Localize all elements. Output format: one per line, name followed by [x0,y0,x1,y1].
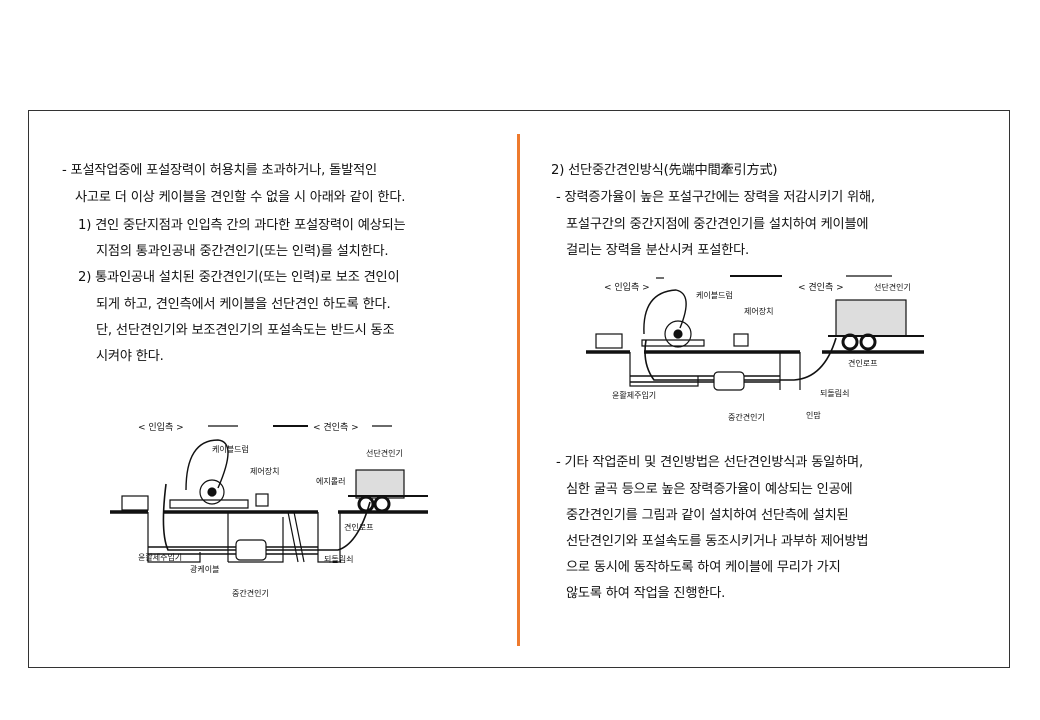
cable-path [162,483,371,551]
column-divider [517,134,520,646]
right-text-line-6: 심한 굴곡 등으로 높은 장력증가율이 예상되는 인공에 [566,482,853,497]
control-unit-icon [733,333,749,347]
mid-puller-icon [235,539,267,561]
drum-base [169,499,249,509]
cable-drum-icon [199,479,225,505]
left-text-line-5: 2) 통과인공내 설치된 중간견인기(또는 인력)로 보조 견인이 [78,270,400,285]
right-fig-lube-label: 윤활제주입기 [612,390,656,400]
right-text-line-7: 중간견인기를 그림과 같이 설치하여 선단측에 설치된 [566,508,849,523]
left-fig-pull-label: < 견인측 > [313,421,359,433]
lead-puller-icon [355,469,405,499]
right-text-line-5: - 기타 작업준비 및 견인방법은 선단견인방식과 동일하며, [556,455,863,470]
left-fig-rope-label: 견인로프 [344,522,373,532]
cable-drum-loop [185,439,229,491]
cable-drum-hub [207,487,217,497]
right-diagram: < 인입측 > < 견인측 > 케이블드럼 제어장치 선단견인기 견인로프 되돌… [586,275,924,422]
right-fig-rope-label: 견인로프 [848,358,877,368]
truck-wheel-icon [357,495,375,513]
left-fig-inlet-label: < 인입측 > [138,421,184,433]
truck-wheel-icon [373,495,391,513]
lead-puller-icon [835,299,907,337]
right-fig-mid-label: 중간견인기 [728,412,765,422]
left-text-line-2: 사고로 더 이상 케이블을 견인할 수 없을 시 아래와 같이 한다. [75,190,406,205]
left-text-line-6: 되게 하고, 견인측에서 케이블을 선단견인 하도록 한다. [96,297,391,312]
right-text-line-10: 않도록 하여 작업을 진행한다. [566,586,726,601]
cable-path [644,337,837,381]
duct-pipe [148,546,318,555]
truck-wheel-icon [841,333,859,351]
right-text-line-1: 2) 선단중간견인방식(先端中間牽引方式) [551,163,778,178]
cable-drum-loop [643,289,687,335]
duct-pipe [630,375,780,383]
left-text-line-7: 단, 선단견인기와 보조견인기의 포설속도는 반드시 동조 [96,323,395,338]
right-fig-manhole-label: 인맘 [806,410,821,420]
left-fig-mid-label: 중간견인기 [232,588,269,598]
manhole-pull [317,512,341,563]
right-text-line-8: 선단견인기와 포설속도를 동조시키거나 과부하 제어방법 [566,534,869,549]
right-text-line-9: 으로 동시에 동작하도록 하여 케이블에 무리가 가지 [566,560,841,575]
manhole-mid [228,517,284,563]
mid-puller-icon [713,371,745,391]
right-fig-sheave-label: 되돌림쇠 [820,388,849,398]
left-text-line-8: 시켜야 한다. [96,349,164,364]
left-fig-cable-label: 광케이블 [190,564,219,574]
left-text-line-4: 지점의 통과인공내 중간견인기(또는 인력)를 설치한다. [96,244,389,259]
cable-drum-icon [664,320,692,348]
left-diagram: < 인입측 > < 견인측 > 케이블드럼 제어장치 에지롤러 선단견인기 견인… [110,421,428,598]
left-fig-sheave-label: 되돌림쇠 [324,554,353,564]
left-text-line-3: 1) 견인 중단지점과 인입측 간의 과다한 포설장력이 예상되는 [78,218,406,233]
right-fig-control-label: 제어장치 [744,306,773,316]
drum-base [641,339,705,347]
right-fig-inlet-label: < 인입측 > [604,281,650,293]
left-fig-lube-label: 윤활제주입기 [138,552,182,562]
content-frame [28,110,1010,668]
right-fig-drum-label: 케이블드럼 [696,290,733,300]
right-text-line-3: 포설구간의 중간지점에 중간견인기를 설치하여 케이블에 [566,217,869,232]
duct-diagonal [287,511,305,563]
truck-wheel-icon [859,333,877,351]
cable-drum-hub [673,329,683,339]
manhole-pull [779,352,801,390]
left-text-line-1: - 포설작업중에 포설장력이 허용치를 초과하거나, 돌발적인 [62,163,377,178]
manhole-inlet [629,352,699,387]
left-fig-drum-label: 케이블드럼 [212,444,249,454]
left-fig-puller-label: 선단견인기 [366,448,403,458]
right-fig-puller-label: 선단견인기 [874,282,911,292]
lubricant-box-icon [595,333,623,349]
right-text-line-4: 걸리는 장력을 분산시켜 포설한다. [566,243,750,258]
lubricant-box-icon [121,495,149,511]
manhole-inlet [147,512,201,563]
left-fig-control-label: 제어장치 [250,466,279,476]
control-unit-icon [255,493,269,507]
right-text-line-2: - 장력증가율이 높은 포설구간에는 장력을 저감시키기 위해, [556,190,875,205]
right-fig-pull-label: < 견인측 > [798,281,844,293]
left-fig-roller-label: 에지롤러 [316,477,345,486]
